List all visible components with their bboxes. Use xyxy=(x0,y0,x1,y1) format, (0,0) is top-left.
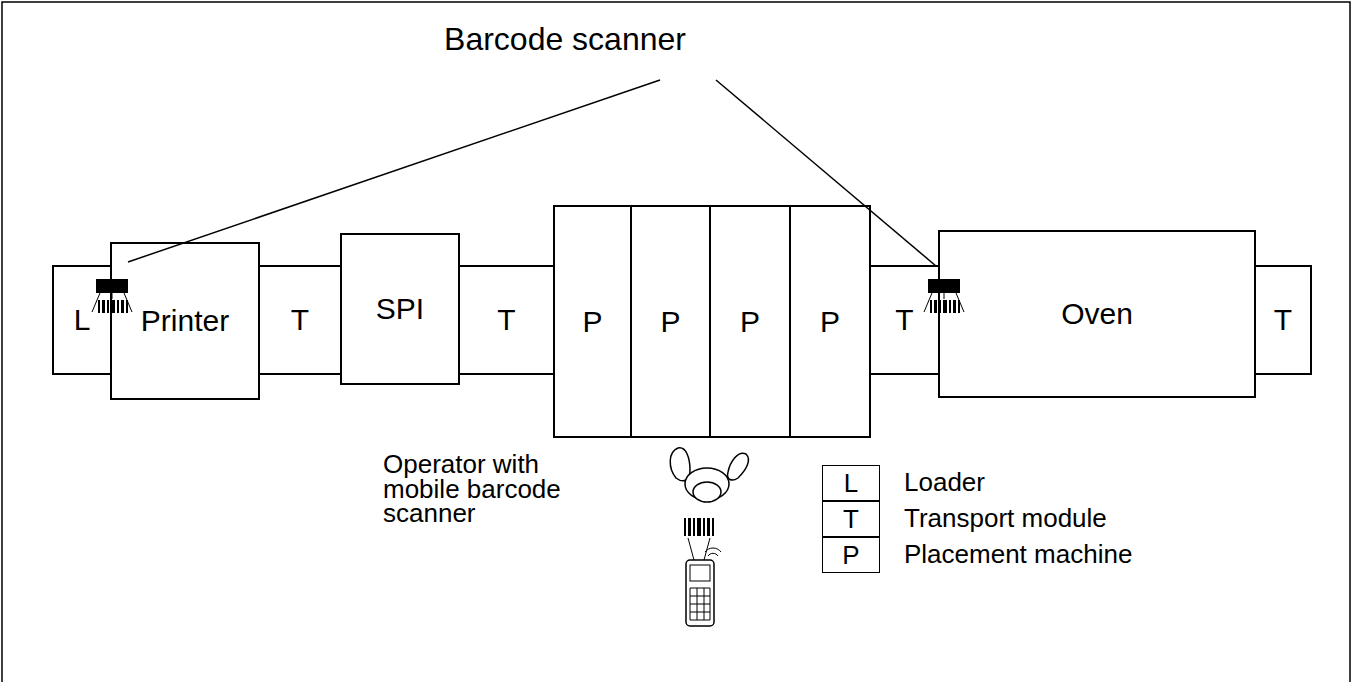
legend-box: T xyxy=(822,501,880,537)
machine-box: P xyxy=(630,205,711,438)
legend-box: P xyxy=(822,537,880,573)
machine-box: P xyxy=(553,205,632,438)
machine-label: Oven xyxy=(1061,299,1133,329)
machine-label: T xyxy=(497,305,515,335)
machine-box: L xyxy=(52,265,112,375)
machine-label: P xyxy=(660,307,680,337)
machine-label: T xyxy=(843,506,859,532)
machine-box: Oven xyxy=(938,230,1256,398)
machine-box: T xyxy=(258,265,342,375)
machine-box: T xyxy=(1254,265,1312,375)
machine-label: P xyxy=(842,542,859,568)
machine-box: Printer xyxy=(110,242,260,400)
leader-line xyxy=(716,80,936,266)
machine-label: T xyxy=(895,305,913,335)
operator-figure xyxy=(670,448,748,502)
scanner-icon xyxy=(92,279,132,313)
legend-box: L xyxy=(822,465,880,501)
operator-label: Operator with mobile barcode scanner xyxy=(383,452,583,526)
machine-label: P xyxy=(740,307,760,337)
legend-text: Placement machine xyxy=(904,540,1132,569)
scanner-icon xyxy=(924,279,964,313)
machine-label: Printer xyxy=(141,306,229,336)
machine-box: SPI xyxy=(340,233,460,385)
machine-label: L xyxy=(74,305,91,335)
legend-text: Loader xyxy=(904,468,985,497)
machine-label: P xyxy=(582,307,602,337)
machine-label: T xyxy=(291,305,309,335)
legend-text: Transport module xyxy=(904,504,1107,533)
callout-label: Barcode scanner xyxy=(400,22,730,57)
machine-box: P xyxy=(709,205,791,438)
machine-box: T xyxy=(869,265,940,375)
machine-box: T xyxy=(458,265,555,375)
machine-label: L xyxy=(844,470,858,496)
mobile-scanner xyxy=(684,518,721,626)
machine-box: P xyxy=(789,205,871,438)
machine-label: P xyxy=(820,307,840,337)
machine-label: T xyxy=(1274,305,1292,335)
machine-label: SPI xyxy=(376,294,424,324)
